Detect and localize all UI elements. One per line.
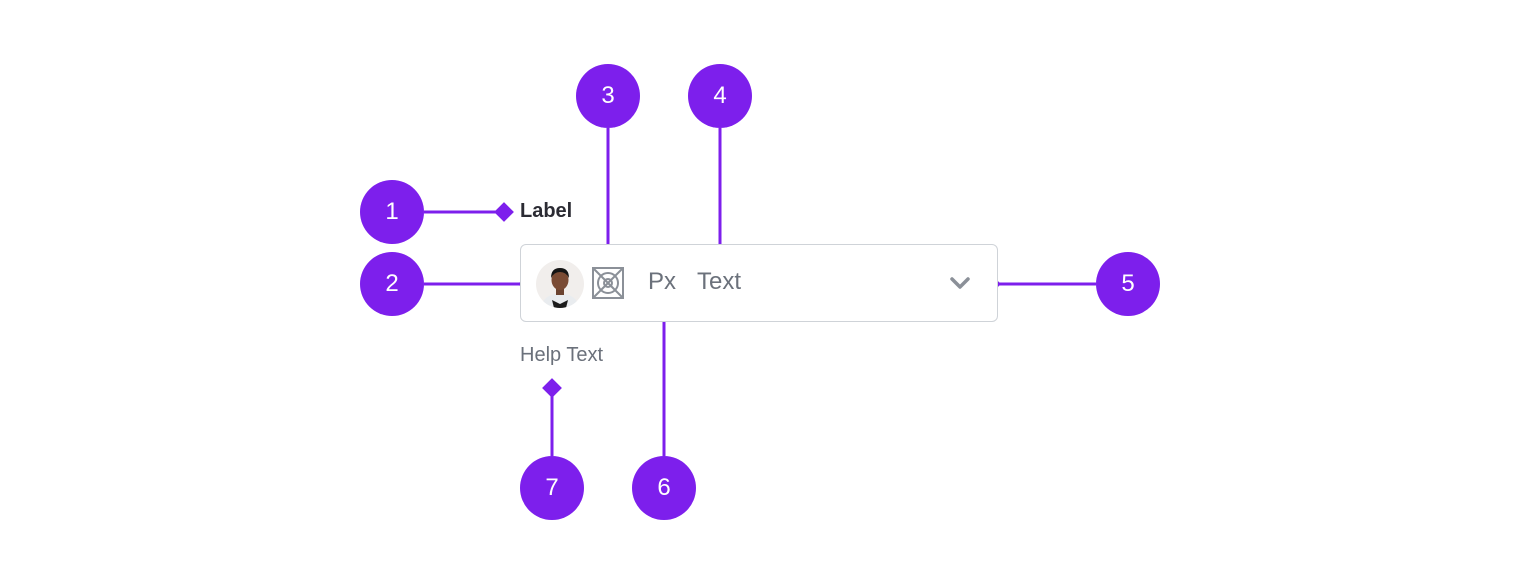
image-placeholder-icon (591, 266, 625, 300)
field-label: Label (520, 200, 573, 222)
callout-badge-5: 5 (1096, 252, 1160, 316)
chevron-down-icon[interactable] (946, 272, 974, 294)
diamond-1 (494, 202, 514, 222)
callout-badge-4: 4 (688, 64, 752, 128)
field-prefix: Px (648, 268, 677, 295)
callout-badge-6: 6 (632, 456, 696, 520)
callout-badge-3: 3 (576, 64, 640, 128)
field-value: Text (697, 268, 742, 295)
help-text: Help Text (520, 344, 604, 366)
avatar (536, 260, 584, 308)
select-field[interactable] (520, 244, 998, 322)
callout-badge-2: 2 (360, 252, 424, 316)
diamond-7 (542, 378, 562, 398)
callout-badge-1: 1 (360, 180, 424, 244)
callout-badge-7: 7 (520, 456, 584, 520)
